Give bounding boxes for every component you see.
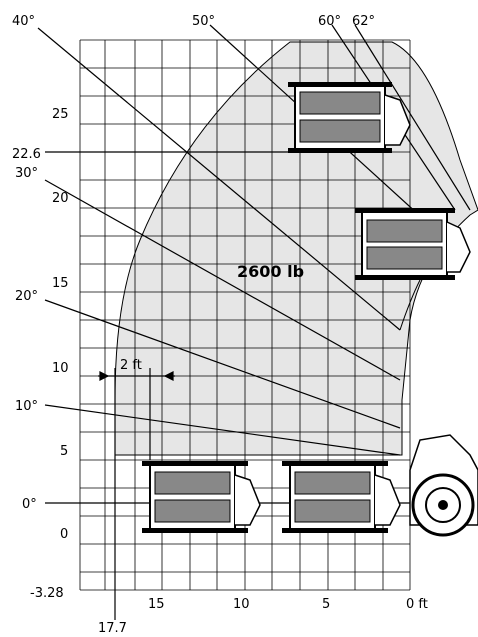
machine-base bbox=[409, 434, 478, 537]
x-label-17-7: 17.7 bbox=[98, 621, 127, 636]
y-label-neg-3-28: -3.28 bbox=[30, 586, 64, 601]
angle-label-60: 60° bbox=[318, 14, 341, 29]
x-label-5: 5 bbox=[322, 597, 330, 612]
load-label: 2600 lb bbox=[237, 262, 304, 281]
angle-label-50: 50° bbox=[192, 14, 215, 29]
width-annotation bbox=[98, 368, 175, 620]
boom-outline bbox=[399, 279, 421, 331]
x-label-0ft: 0 ft bbox=[406, 597, 428, 612]
y-label-5: 5 bbox=[60, 444, 68, 459]
width-annotation-label: 2 ft bbox=[120, 358, 142, 373]
platform-low-right bbox=[282, 461, 401, 533]
angle-label-40: 40° bbox=[12, 14, 35, 29]
platform-top bbox=[288, 82, 411, 153]
y-label-15: 15 bbox=[52, 276, 69, 291]
platform-low-left bbox=[142, 461, 261, 533]
x-label-10: 10 bbox=[233, 597, 250, 612]
x-label-15: 15 bbox=[148, 597, 165, 612]
angle-label-30: 30° bbox=[15, 166, 38, 181]
platform-mid bbox=[355, 208, 471, 280]
y-label-25: 25 bbox=[52, 107, 69, 122]
angle-label-0: 0° bbox=[22, 497, 37, 512]
y-label-0: 0 bbox=[60, 527, 68, 542]
angle-label-10: 10° bbox=[15, 399, 38, 414]
angle-label-62: 62° bbox=[352, 14, 375, 29]
angle-label-20: 20° bbox=[15, 289, 38, 304]
y-label-20: 20 bbox=[52, 191, 69, 206]
y-label-22-6: 22.6 bbox=[12, 147, 41, 162]
y-label-10: 10 bbox=[52, 361, 69, 376]
